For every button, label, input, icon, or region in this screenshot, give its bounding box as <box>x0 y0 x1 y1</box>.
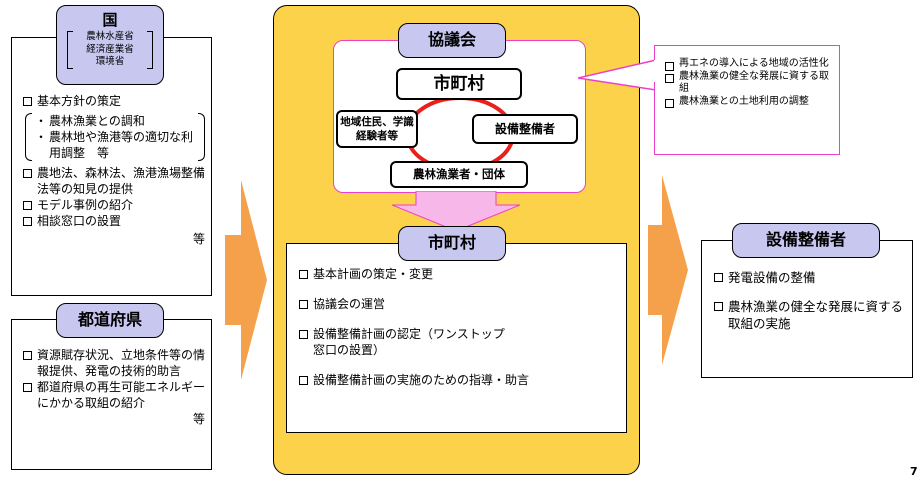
arrow-left-to-center <box>225 180 267 380</box>
callout-connector <box>654 60 657 82</box>
ministry-name: 農林水産省 <box>86 31 134 42</box>
kuni-ministries: 農林水産省 経済産業省 環境省 <box>67 31 153 69</box>
pref-suffix: 等 <box>192 412 205 426</box>
pref-items: 資源賦存状況、立地条件等の情報提供、発電の技術的助言 都道府県の再生可能エネルギ… <box>21 347 205 411</box>
kuni-suffix: 等 <box>192 232 205 246</box>
council-header: 協議会 <box>398 23 506 58</box>
kuni-item: 農地法、森林法、漁港漁場整備法等の知見の提供 <box>21 165 205 197</box>
municipality-item: 協議会の運営 <box>297 296 618 312</box>
installer-title: 設備整備者 <box>765 230 846 249</box>
kuni-item: 相談窓口の設置 <box>21 213 205 229</box>
callout-item: 農林漁業の健全な発展に資する取組 <box>663 71 831 96</box>
kuni-bracket-item: 農林地や漁港等の適切な利用調整 等 <box>35 129 195 161</box>
council-farmers-tag: 農林漁業者・団体 <box>390 161 528 188</box>
callout-items: 再エネの導入による地域の活性化 農林漁業の健全な発展に資する取組 農林漁業との土… <box>663 58 831 108</box>
municipality-item: 基本計画の策定・変更 <box>297 266 618 282</box>
pref-title: 都道府県 <box>77 310 142 329</box>
municipality-header: 市町村 <box>398 226 506 261</box>
installer-box: 発電設備の整備 農林漁業の健全な発展に資する取組の実施 <box>701 240 913 378</box>
municipality-title: 市町村 <box>427 233 476 252</box>
kuni-bracket-item: 農林漁業との調和 <box>35 113 195 129</box>
council-residents-tag: 地域住民、学識経験者等 <box>336 110 418 148</box>
council-title: 協議会 <box>427 30 476 49</box>
kuni-items-top: 基本方針の策定 <box>21 93 205 109</box>
pref-header: 都道府県 <box>56 303 164 338</box>
kuni-item: 基本方針の策定 <box>21 93 205 109</box>
pref-box: 資源賦存状況、立地条件等の情報提供、発電の技術的助言 都道府県の再生可能エネルギ… <box>11 319 212 470</box>
kuni-header: 国 農林水産省 経済産業省 環境省 <box>56 5 164 85</box>
kuni-bracket-list: 農林漁業との調和 農林地や漁港等の適切な利用調整 等 <box>25 113 205 161</box>
municipality-box: 基本計画の策定・変更 協議会の運営 設備整備計画の認定（ワンストップ窓口の設置）… <box>286 243 627 433</box>
council-municipality-tag: 市町村 <box>396 68 522 100</box>
municipality-item: 設備整備計画の実施のための指導・助言 <box>297 372 618 388</box>
callout-pointer <box>578 59 657 91</box>
callout-item: 再エネの導入による地域の活性化 <box>663 58 831 71</box>
ministry-name: 経済産業省 <box>86 43 134 55</box>
installer-items: 発電設備の整備 農林漁業の健全な発展に資する取組の実施 <box>712 269 904 332</box>
installer-item: 発電設備の整備 <box>712 269 904 286</box>
pref-item: 資源賦存状況、立地条件等の情報提供、発電の技術的助言 <box>21 347 205 379</box>
callout-box: 再エネの導入による地域の活性化 農林漁業の健全な発展に資する取組 農林漁業との土… <box>654 45 840 155</box>
kuni-item: モデル事例の紹介 <box>21 197 205 213</box>
municipality-items: 基本計画の策定・変更 協議会の運営 設備整備計画の認定（ワンストップ窓口の設置）… <box>297 266 618 388</box>
installer-header: 設備整備者 <box>732 223 880 258</box>
arrow-center-to-right <box>648 175 688 365</box>
pref-item: 都道府県の再生可能エネルギーにかかる取組の紹介 <box>21 379 205 411</box>
arrow-council-to-municipality <box>392 191 520 231</box>
installer-item: 農林漁業の健全な発展に資する取組の実施 <box>712 298 904 332</box>
ministry-name: 環境省 <box>95 56 125 67</box>
council-installer-tag: 設備整備者 <box>472 114 578 144</box>
kuni-title: 国 <box>102 11 118 29</box>
page-number: 7 <box>910 465 918 478</box>
municipality-item: 設備整備計画の認定（ワンストップ窓口の設置） <box>297 326 513 358</box>
kuni-items-bottom: 農地法、森林法、漁港漁場整備法等の知見の提供 モデル事例の紹介 相談窓口の設置 <box>21 165 205 229</box>
callout-item: 農林漁業との土地利用の調整 <box>663 96 831 109</box>
